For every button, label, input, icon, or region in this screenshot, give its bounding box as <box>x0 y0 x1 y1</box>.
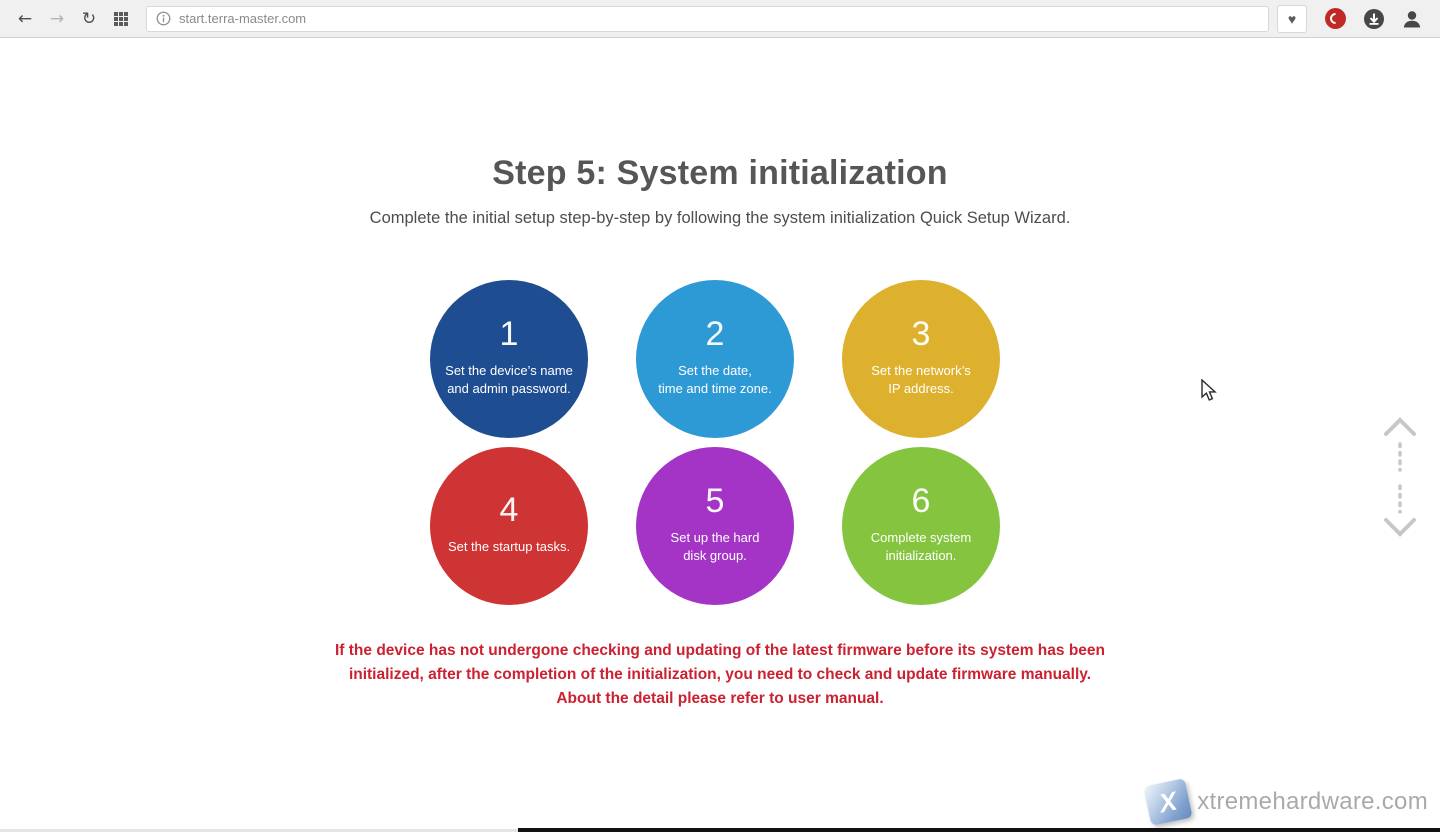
step-circle-6: 6 Complete system initialization. <box>842 447 1000 605</box>
step-number-5: 5 <box>705 482 725 520</box>
scroll-up-down-arrows[interactable] <box>1378 378 1422 538</box>
step-number-6: 6 <box>911 482 931 520</box>
mouse-cursor <box>1201 379 1217 401</box>
page-content: Step 5: System initialization Complete t… <box>0 38 1440 832</box>
bottom-edge-light <box>0 829 518 832</box>
extension-blocker-icon[interactable] <box>1325 8 1346 29</box>
page-subtitle: Complete the initial setup step-by-step … <box>369 209 1071 227</box>
forward-icon[interactable]: → <box>42 5 72 33</box>
watermark-logo-icon: X <box>1143 778 1193 826</box>
watermark-text: xtremehardware.com <box>1197 788 1428 815</box>
firmware-warning-text: If the device has not undergone checking… <box>335 642 1105 707</box>
step-number-4: 4 <box>499 490 519 529</box>
address-bar[interactable]: start.terra-master.com <box>146 5 1269 32</box>
step-number-2: 2 <box>705 315 725 353</box>
step-circle-1: 1 Set the device’s name and admin passwo… <box>430 280 588 438</box>
step-number-1: 1 <box>499 315 519 353</box>
grid-glyph <box>114 11 128 26</box>
profile-icon[interactable] <box>1401 8 1423 30</box>
bottom-edge-dark <box>518 828 1440 832</box>
watermark: X xtremehardware.com <box>1143 778 1428 826</box>
step-label-3: Set the network’s IP address. <box>871 363 971 396</box>
bookmark-heart-icon[interactable]: ♥ <box>1277 4 1307 33</box>
step-label-6: Complete system initialization. <box>870 530 972 563</box>
downloads-icon[interactable] <box>1363 8 1385 30</box>
back-icon[interactable]: ← <box>10 5 40 33</box>
step-circle-2: 2 Set the date, time and time zone. <box>636 280 794 438</box>
step-circle-5: 5 Set up the hard disk group. <box>636 447 794 605</box>
url-text: start.terra-master.com <box>179 11 307 26</box>
step-circle-3: 3 Set the network’s IP address. <box>842 280 1000 438</box>
site-info-icon[interactable] <box>156 11 171 26</box>
reload-icon[interactable]: ↻ <box>74 5 104 33</box>
step-number-3: 3 <box>911 315 931 353</box>
step-label-1: Set the device’s name and admin password… <box>445 363 573 396</box>
step-label-4: Set the startup tasks. <box>447 538 571 554</box>
steps-grid: 1 Set the device’s name and admin passwo… <box>430 280 1000 605</box>
page-title: Step 5: System initialization <box>492 154 948 192</box>
speed-dial-grid-icon[interactable] <box>106 5 136 33</box>
step-label-2: Set the date, time and time zone. <box>658 363 772 396</box>
step-circle-4: 4 Set the startup tasks. <box>430 447 588 605</box>
browser-toolbar: ← → ↻ start.terra-master.com ♥ <box>0 0 1440 38</box>
step-label-5: Set up the hard disk group. <box>670 530 760 563</box>
